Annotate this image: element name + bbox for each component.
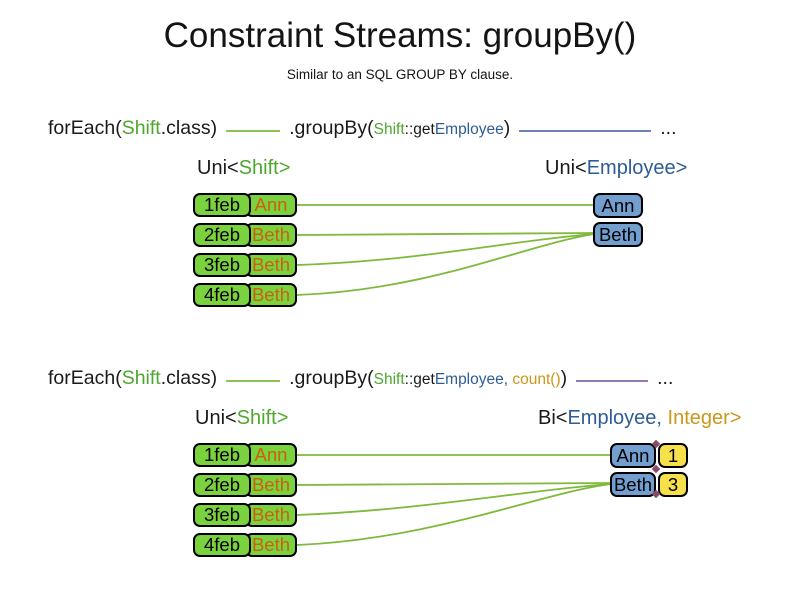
d1-link-row2-beth [296, 232, 595, 236]
employee-group-box: Beth [610, 472, 656, 497]
header-token: Uni< [195, 407, 237, 429]
shift-employee-cell: Beth [245, 253, 297, 277]
code-token-count-call: count() [512, 371, 561, 388]
shift-row: 4feb Beth [193, 533, 297, 557]
slide-title: Constraint Streams: groupBy() [163, 16, 637, 55]
shift-date-cell: 3feb [193, 253, 251, 277]
shift-employee-cell: Ann [245, 443, 297, 467]
shift-employee-cell: Beth [245, 473, 297, 497]
employee-group-box: Beth [593, 222, 643, 247]
shift-date-cell: 1feb [193, 193, 251, 217]
shift-row: 4feb Beth [193, 283, 297, 307]
header-token: Uni< [545, 157, 587, 179]
code-token-employee-type: Employee [434, 371, 504, 388]
code-line-2: forEach( Shift .class) .groupBy( Shift :… [48, 367, 673, 390]
code-token: forEach( [48, 117, 122, 139]
code-token-shift-type: Shift [121, 367, 161, 389]
shift-employee-cell: Beth [245, 283, 297, 307]
header-token-employee-type: Employee [586, 157, 676, 179]
code-token: forEach( [48, 367, 122, 389]
shift-row: 3feb Beth [193, 253, 297, 277]
slide-subtitle: Similar to an SQL GROUP BY clause. [286, 67, 514, 82]
stream-line-green [226, 129, 281, 132]
header-token: Uni< [197, 157, 239, 179]
header-token: Bi< [538, 407, 568, 429]
code-token-shift-type: Shift [373, 121, 405, 138]
shift-employee-cell: Beth [245, 503, 297, 527]
shift-date-cell: 2feb [193, 223, 251, 247]
shift-date-cell: 3feb [193, 503, 251, 527]
d2-left-header: Uni< Shift > [195, 407, 288, 430]
d1-link-row4-beth [296, 233, 595, 296]
shift-employee-cell: Ann [245, 193, 297, 217]
code-token-employee-type: Employee [434, 121, 504, 138]
header-token: > [276, 407, 289, 429]
employee-count-row: Beth 3 [610, 472, 688, 497]
d2-link-row4-beth [296, 483, 612, 546]
header-token-shift-type: Shift [238, 157, 279, 179]
count-box: 1 [658, 443, 688, 468]
employee-group-box: Ann [593, 193, 643, 218]
header-token-shift-type: Shift [236, 407, 277, 429]
employee-group-box: Ann [610, 443, 656, 468]
header-token: > [675, 157, 688, 179]
code-line-1: forEach( Shift .class) .groupBy( Shift :… [48, 117, 677, 140]
shift-row: 1feb Ann [193, 443, 297, 467]
code-token-shift-type: Shift [373, 371, 405, 388]
stream-line-blue [519, 129, 652, 132]
code-token: ::get [404, 371, 435, 388]
shift-date-cell: 1feb [193, 443, 251, 467]
header-token: , [656, 407, 668, 429]
code-ellipsis: ... [660, 117, 677, 139]
shift-row: 2feb Beth [193, 473, 297, 497]
code-token: ) [560, 367, 568, 389]
header-token: > [278, 157, 291, 179]
code-token-shift-type: Shift [121, 117, 161, 139]
shift-date-cell: 4feb [193, 533, 251, 557]
d1-left-header: Uni< Shift > [197, 157, 290, 180]
code-token: ) [503, 117, 511, 139]
code-token: , [503, 371, 513, 388]
code-token: .groupBy( [289, 367, 374, 389]
code-ellipsis: ... [657, 367, 674, 389]
header-token: > [729, 407, 742, 429]
header-token-integer-type: Integer [667, 407, 730, 429]
shift-employee-cell: Beth [245, 223, 297, 247]
stream-line-green [226, 379, 281, 382]
code-token: ::get [404, 121, 435, 138]
code-token: .class) [160, 367, 218, 389]
shift-date-cell: 2feb [193, 473, 251, 497]
shift-employee-cell: Beth [245, 533, 297, 557]
d2-link-row2-beth [296, 482, 612, 486]
d2-right-header: Bi< Employee , Integer > [538, 407, 741, 430]
header-token-employee-type: Employee [567, 407, 657, 429]
d1-link-row3-beth [296, 233, 595, 266]
count-box: 3 [658, 472, 688, 497]
code-token: .groupBy( [289, 117, 374, 139]
shift-row: 3feb Beth [193, 503, 297, 527]
shift-row: 1feb Ann [193, 193, 297, 217]
code-token: .class) [160, 117, 218, 139]
employee-count-row: Ann 1 [610, 443, 688, 468]
shift-date-cell: 4feb [193, 283, 251, 307]
d2-link-row3-beth [296, 483, 612, 516]
d1-right-header: Uni< Employee > [545, 157, 687, 180]
stream-line-purple [576, 379, 649, 382]
shift-row: 2feb Beth [193, 223, 297, 247]
